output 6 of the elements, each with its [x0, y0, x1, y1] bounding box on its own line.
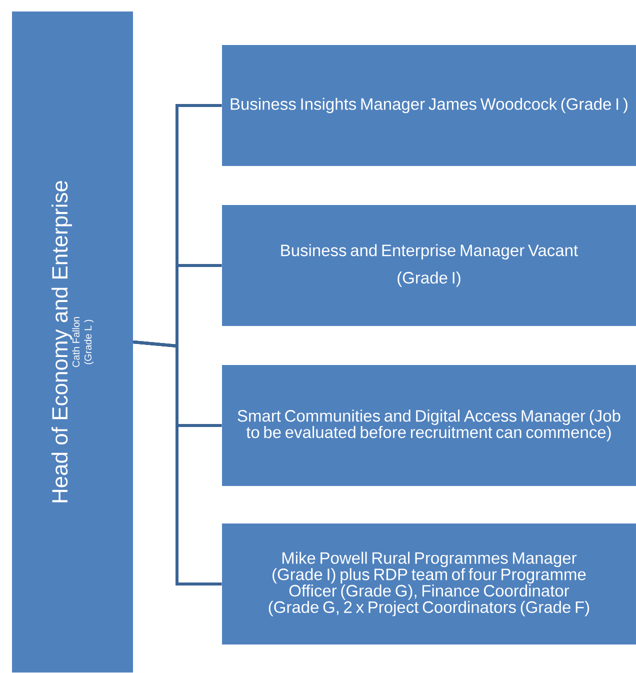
org-box: Business and Enterprise Manager Vacant (Grade I): [222, 205, 636, 326]
org-box: Business Insights Manager James Woodcock (Grade I ): [222, 45, 636, 166]
org-box: Smart Communities and Digital Access Manager (Job to be evaluated before recruitment can commence): [222, 365, 636, 486]
org-box: Mike Powell Rural Programmes Manager (Grade I) plus RDP team of four Programme Officer (Grade G), Finance Coordinator (Grade G, 2 x Project Coordinators (Grade F): [222, 524, 636, 644]
org-box: Head of Economy and Enterprise Cath Fallon (Grade L ): [12, 12, 133, 672]
connector-line: [133, 340, 222, 586]
